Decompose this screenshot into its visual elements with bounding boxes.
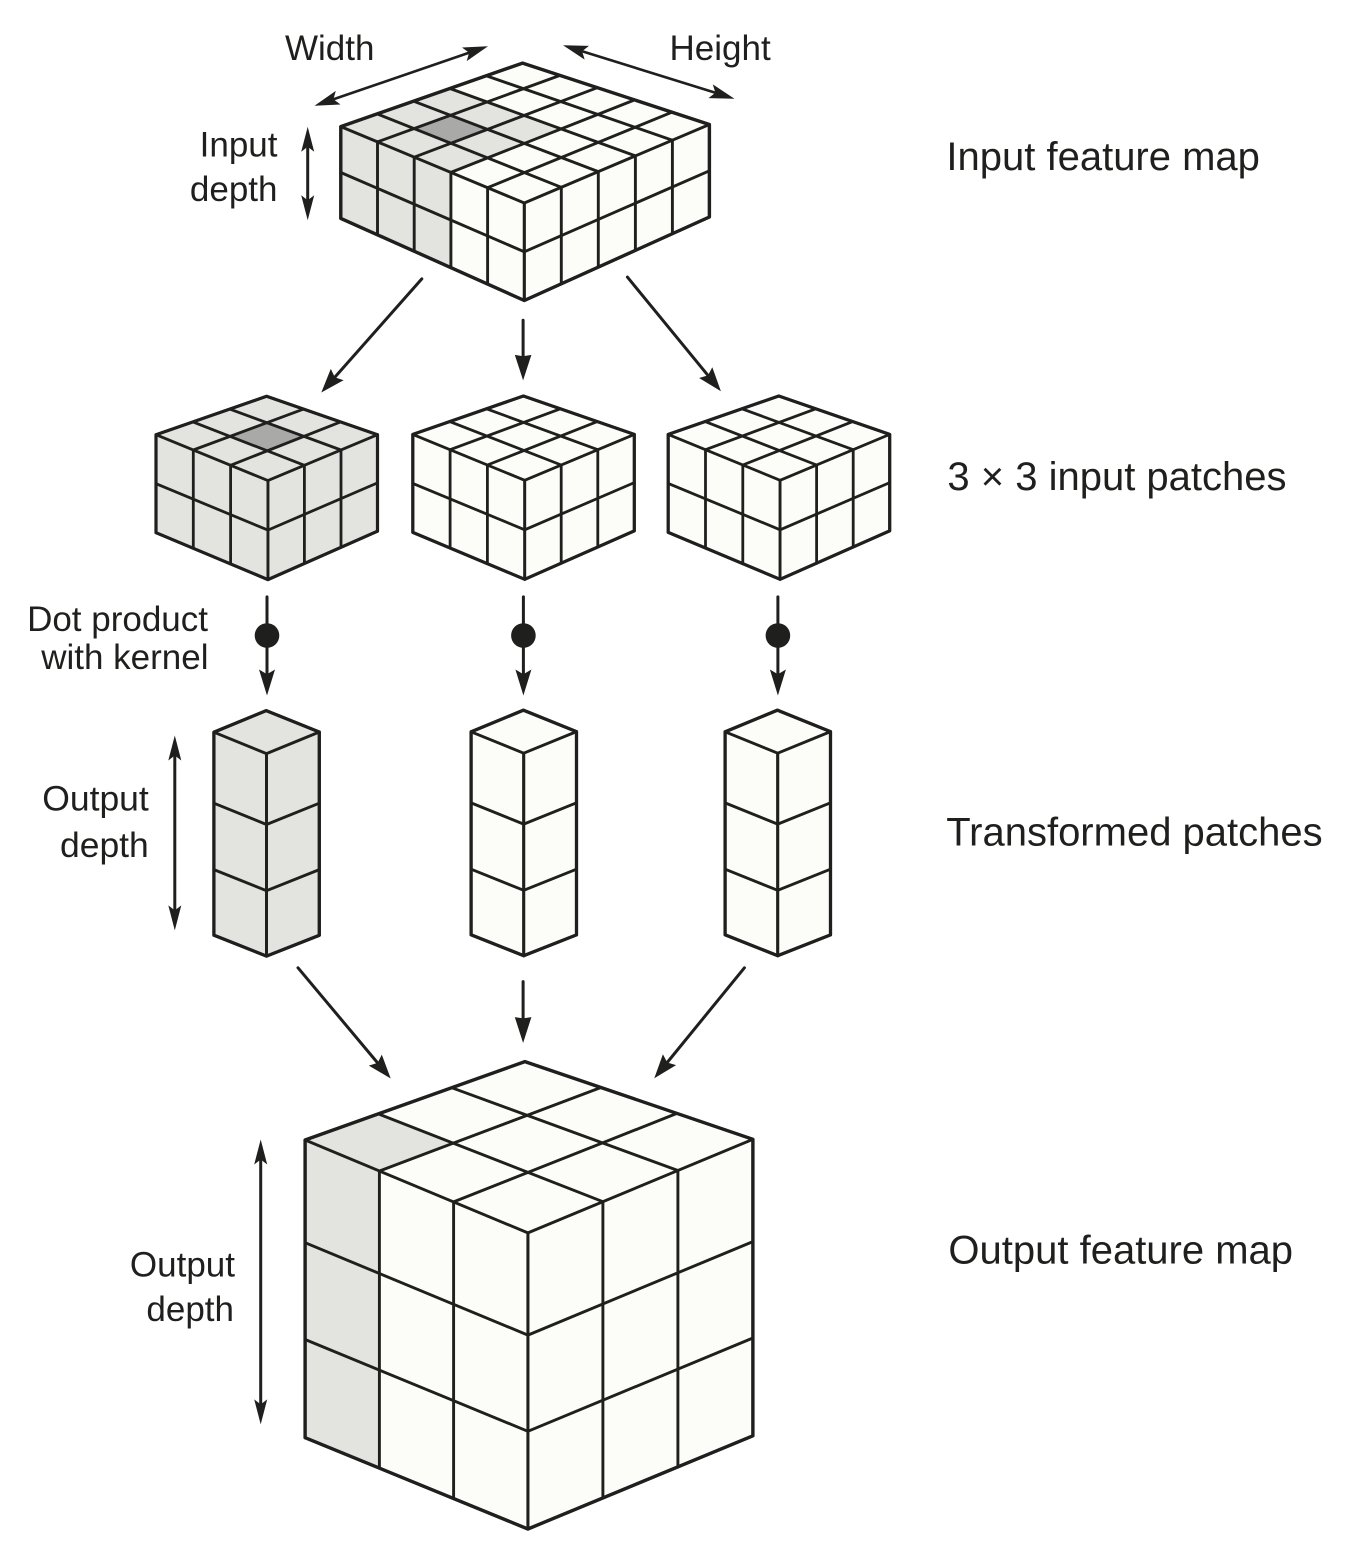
svg-text:3 × 3 input patches: 3 × 3 input patches (947, 455, 1286, 499)
svg-text:Input: Input (200, 126, 278, 165)
svg-text:with kernel: with kernel (40, 638, 208, 677)
svg-text:Dot product: Dot product (27, 600, 208, 639)
svg-text:Width: Width (285, 29, 374, 68)
svg-text:depth: depth (60, 825, 149, 865)
svg-text:Input feature map: Input feature map (946, 135, 1260, 179)
svg-text:depth: depth (190, 170, 278, 209)
svg-text:Output: Output (130, 1246, 235, 1285)
svg-text:Transformed patches: Transformed patches (946, 811, 1322, 855)
svg-text:depth: depth (146, 1290, 234, 1329)
svg-text:Output: Output (42, 778, 149, 818)
svg-text:Height: Height (670, 29, 771, 68)
svg-text:Output feature map: Output feature map (948, 1229, 1293, 1273)
